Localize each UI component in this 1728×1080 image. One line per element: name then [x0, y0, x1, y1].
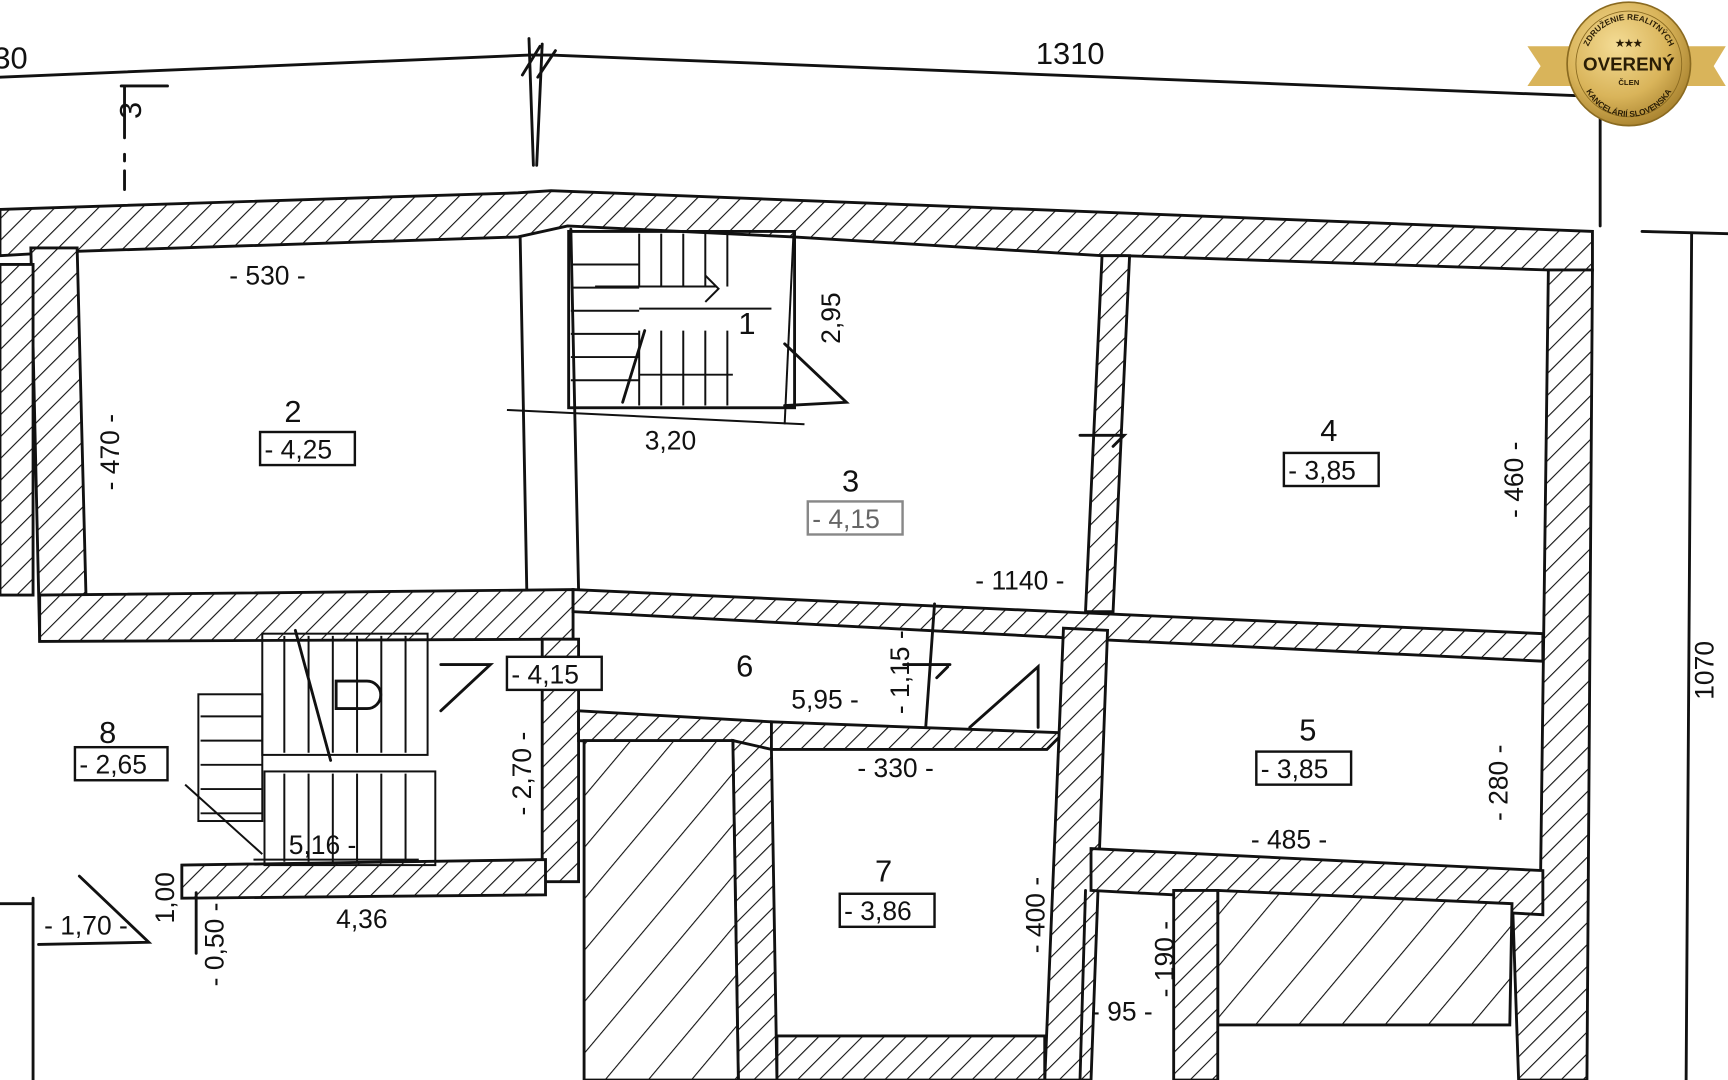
- room-3-level: - 4,15: [812, 504, 880, 534]
- verified-member-badge: ZDRUŽENIE REALITNÝCH ★★★ OVERENÝ ČLEN KA…: [1527, 1, 1726, 127]
- staircase-1: [200, 229, 850, 862]
- dim-door-width: - 1,70 -: [44, 911, 128, 941]
- walls: [0, 189, 1594, 1080]
- dim-room5-width: - 485 -: [1251, 825, 1327, 855]
- dim-door-height: 1,00: [150, 872, 180, 923]
- badge-stars: ★★★: [1615, 38, 1642, 49]
- dim-stair8: 5,16 -: [289, 830, 357, 860]
- dim-step: - 0,50 -: [200, 903, 230, 987]
- badge-title: OVERENÝ: [1583, 54, 1675, 75]
- dim-top-left: 30: [0, 40, 28, 75]
- dim-hall-side: - 2,70 -: [507, 732, 537, 816]
- dim-stair-depth: 2,95: [816, 292, 846, 343]
- room-4-level: - 3,85: [1288, 455, 1356, 485]
- room-2-level: - 4,25: [264, 434, 332, 464]
- room-8-number: 8: [99, 715, 116, 750]
- section-marker: 3: [113, 102, 148, 119]
- room-8-level: - 2,65: [79, 750, 147, 780]
- room-2-number: 2: [284, 394, 301, 429]
- dim-room3-width: - 1140 -: [975, 566, 1064, 596]
- dim-hall-height: - 1,15 -: [885, 630, 915, 714]
- dim-room4-depth: - 460 -: [1499, 442, 1529, 518]
- dim-niche-width: - 95 -: [1091, 996, 1153, 1026]
- dimension-labels: 30 1310 3 - 530 - - 470 - 2,95 3,20 - 11…: [0, 36, 1720, 1027]
- dim-right-total: 1070: [1690, 641, 1720, 700]
- room-5-level: - 3,85: [1261, 754, 1329, 784]
- room-3-number: 3: [842, 464, 859, 499]
- dim-room7-depth: - 400 -: [1021, 877, 1051, 953]
- room-6-level: - 4,15: [511, 659, 579, 689]
- dim-room2-depth: - 470 -: [95, 414, 125, 490]
- room-1-number: 1: [738, 306, 755, 341]
- dim-room7-width: - 330 -: [857, 753, 933, 783]
- dimension-lines: [0, 37, 1728, 1080]
- dim-bottom-length: 4,36: [336, 904, 387, 934]
- room-4-number: 4: [1320, 413, 1337, 448]
- room-5-number: 5: [1299, 713, 1316, 748]
- dim-niche-depth: - 190 -: [1150, 921, 1180, 997]
- staircase-8: [37, 433, 1128, 955]
- dim-room2-width: - 530 -: [229, 260, 305, 290]
- dim-hall-length: 5,95 -: [791, 685, 859, 715]
- dim-top-total: 1310: [1036, 36, 1105, 71]
- dim-room5-depth: - 280 -: [1484, 745, 1514, 821]
- room-7-number: 7: [875, 854, 892, 889]
- room-labels: 1 2 - 4,25 3 - 4,15 4 - 3,85 5 - 3,85 6 …: [73, 306, 1380, 929]
- dim-stair-width: 3,20: [645, 426, 696, 456]
- room-7-level: - 3,86: [844, 896, 912, 926]
- badge-subtitle: ČLEN: [1618, 78, 1639, 87]
- room-6-number: 6: [736, 649, 753, 684]
